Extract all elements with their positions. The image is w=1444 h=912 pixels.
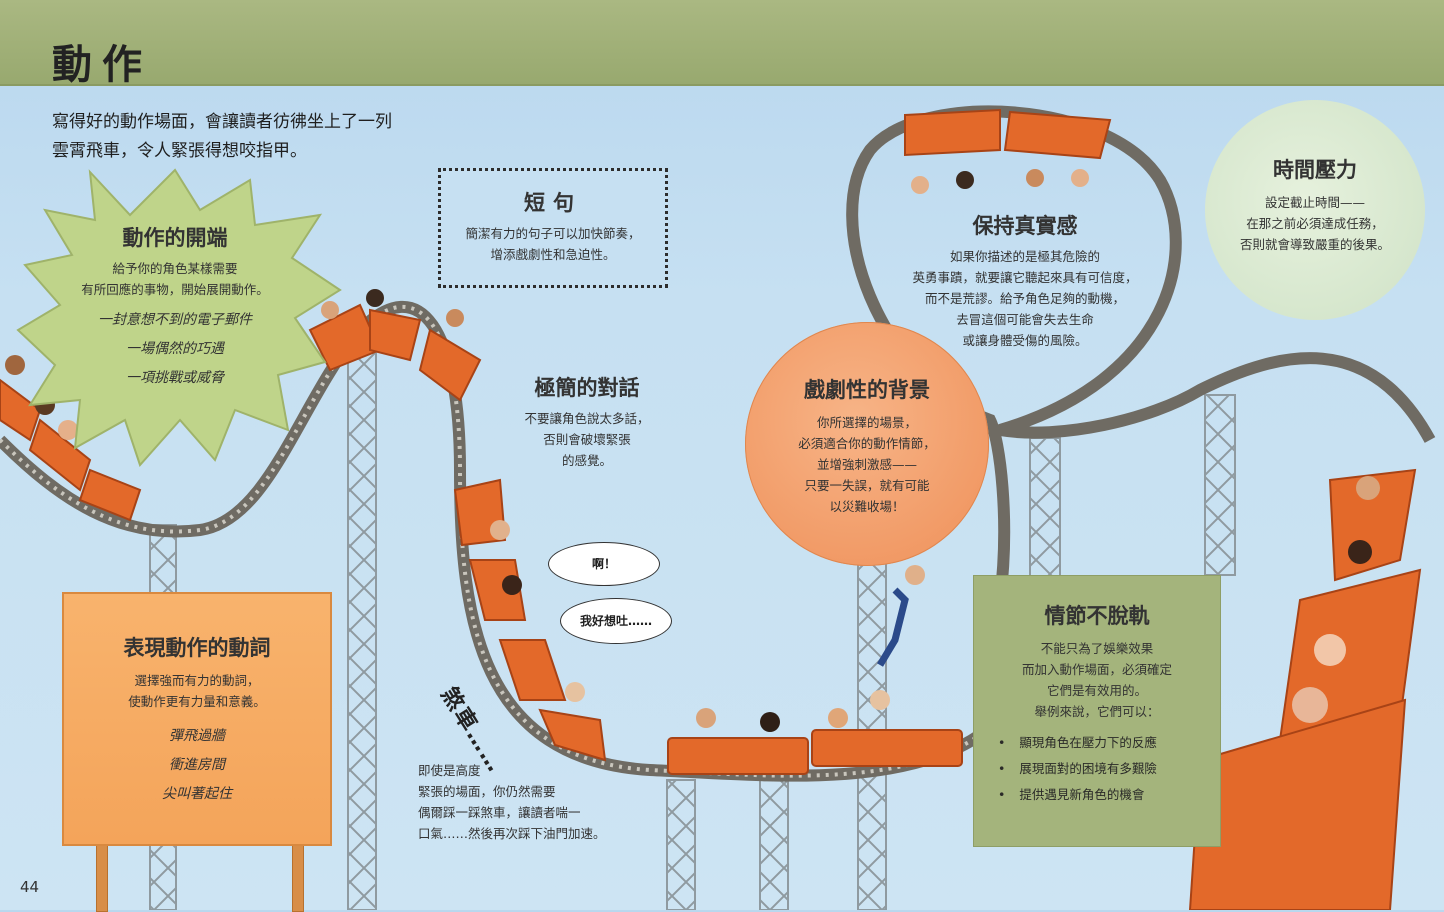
minimal-dialogue-panel: 極簡的對話 不要讓角色說太多話， 否則會破壞緊張 的感覺。 xyxy=(512,372,662,471)
page-title: 動作 xyxy=(52,41,152,88)
dramatic-setting-heading: 戲劇性的背景 xyxy=(804,378,930,402)
keep-real-heading: 保持真實感 xyxy=(972,214,1078,238)
keep-real-panel: 保持真實感 如果你描述的是極其危險的 英勇事蹟，就要讓它聽起來具有可信度， 而不… xyxy=(895,210,1155,351)
on-track-box: 情節不脫軌 不能只為了娛樂效果 而加入動作場面，必須確定 它們是有效用的。 舉例… xyxy=(973,575,1221,847)
header-band xyxy=(0,0,1444,86)
list-item: 提供遇見新角色的機會 xyxy=(998,782,1220,808)
brakes-text: 即使是高度 緊張的場面，你仍然需要 偶爾踩一踩煞車，讓讀者喘一 口氣……然後再次… xyxy=(418,763,606,841)
action-verbs-sign: 表現動作的動詞 選擇強而有力的動詞， 使動作更有力量和意義。 彈飛過牆 衝進房間… xyxy=(62,592,332,846)
on-track-heading: 情節不脫軌 xyxy=(1044,604,1150,628)
list-item: 顯現角色在壓力下的反應 xyxy=(998,730,1220,756)
dramatic-setting-circle: 戲劇性的背景 你所選擇的場景， 必須適合你的動作情節， 並增強刺激感—— 只要一… xyxy=(745,322,989,566)
riders xyxy=(5,169,1380,732)
on-track-bullets: 顯現角色在壓力下的反應 展現面對的困境有多艱險 提供遇見新角色的機會 xyxy=(998,730,1220,808)
intro-text: 寫得好的動作場面，會讓讀者彷彿坐上了一列 雲霄飛車，令人緊張得想咬指甲。 xyxy=(52,112,392,161)
speech-bubble-sick: 我好想吐…… xyxy=(560,598,672,644)
action-opening-panel: 動作的開端 給予你的角色某樣需要 有所回應的事物，開始展開動作。 一封意想不到的… xyxy=(70,222,280,393)
short-sentences-box: 短句 簡潔有力的句子可以加快節奏， 增添戲劇性和急迫性。 xyxy=(438,168,668,288)
speech-bubble-ah: 啊！ xyxy=(548,542,660,586)
short-sentences-heading: 短句 xyxy=(524,191,582,215)
time-pressure-circle: 時間壓力 設定截止時間—— 在那之前必須達成任務， 否則就會導致嚴重的後果。 xyxy=(1205,100,1425,320)
sign-post-left xyxy=(96,842,108,912)
sign-post-right xyxy=(292,842,304,912)
minimal-dialogue-heading: 極簡的對話 xyxy=(534,376,640,400)
time-pressure-heading: 時間壓力 xyxy=(1273,158,1357,182)
action-opening-heading: 動作的開端 xyxy=(122,226,228,250)
list-item: 展現面對的困境有多艱險 xyxy=(998,756,1220,782)
action-verbs-heading: 表現動作的動詞 xyxy=(123,636,271,660)
coaster-cars xyxy=(0,108,1422,910)
page-number: 44 xyxy=(20,878,40,896)
